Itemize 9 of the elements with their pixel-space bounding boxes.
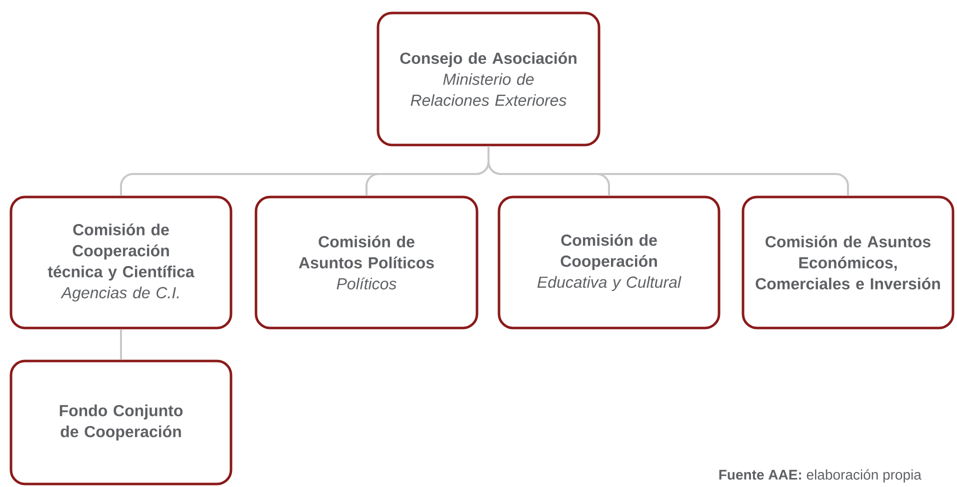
source-note: Fuente AAE: elaboración propia bbox=[719, 469, 922, 482]
org-box: Consejo de Asociación Ministerio de Relaciones Exteriores bbox=[376, 12, 600, 146]
org-box: Comisión de Cooperación técnica y Científica Agencias de C.I. bbox=[10, 196, 232, 330]
connector-line bbox=[120, 329, 122, 360]
org-box: Fondo Conjunto de Cooperación bbox=[10, 360, 232, 486]
org-box: Comisión de Asuntos Económicos, Comerciales e Inversión bbox=[742, 196, 954, 330]
org-box: Comisión de Cooperación Educativa y Cultural bbox=[498, 196, 720, 330]
org-box: Comisión de Asuntos Políticos Políticos bbox=[254, 196, 478, 330]
connector-line bbox=[488, 146, 850, 196]
